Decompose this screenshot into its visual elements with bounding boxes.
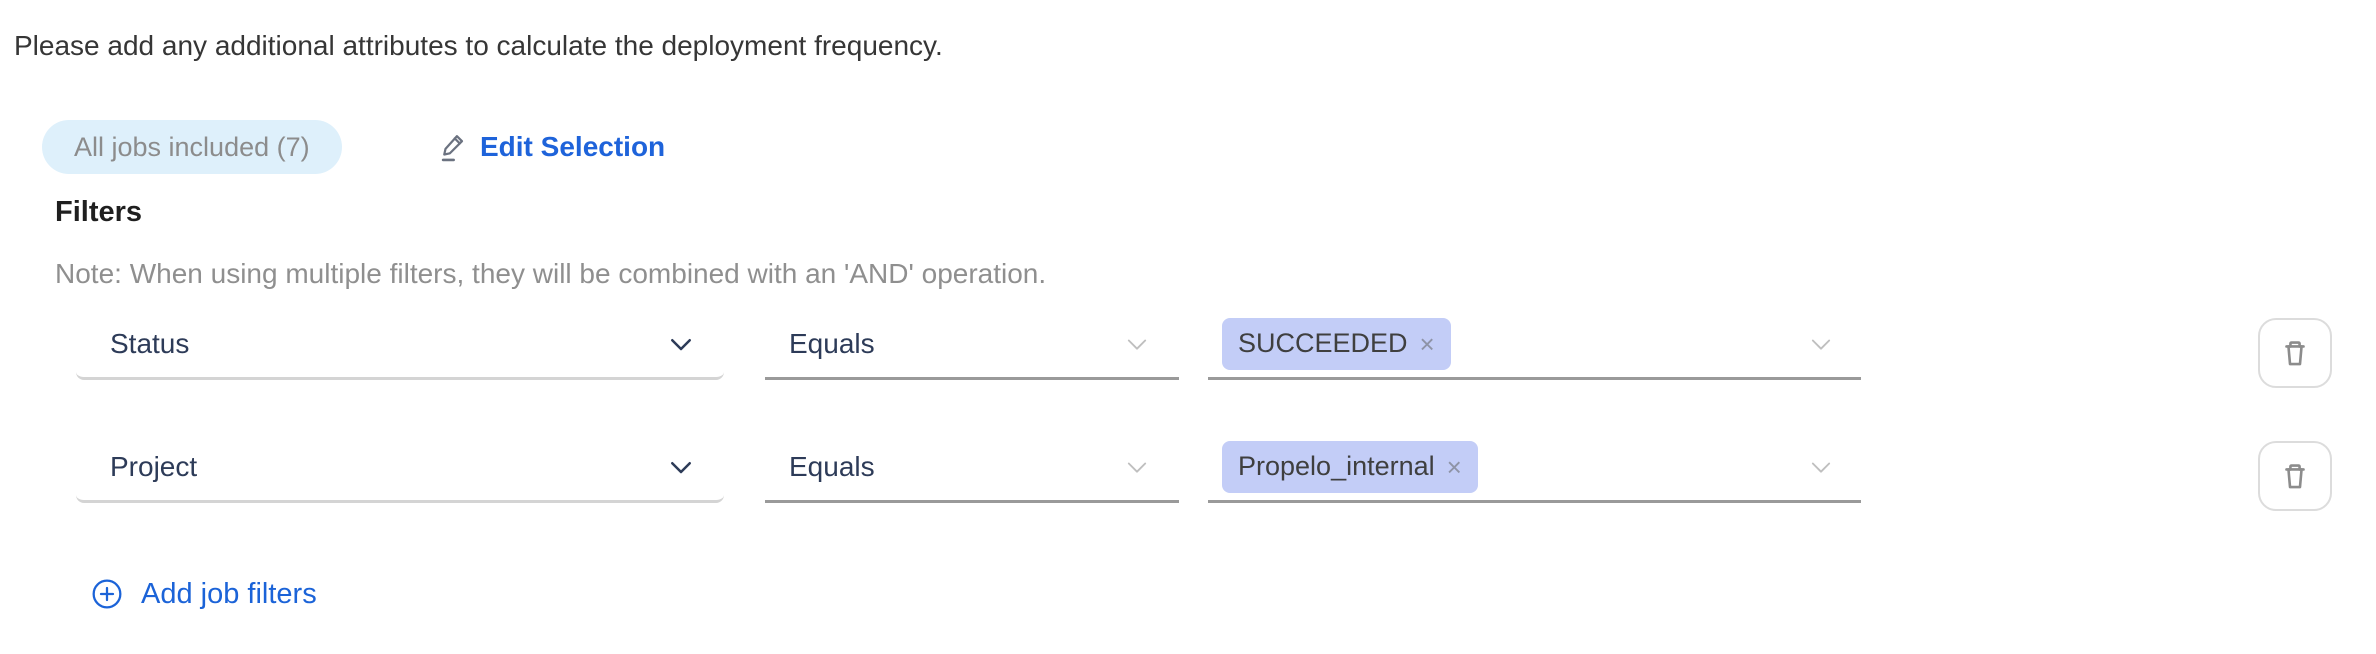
delete-filter-button[interactable]: [2258, 318, 2332, 388]
operator-select-value: Equals: [789, 450, 875, 482]
edit-selection-link[interactable]: Edit Selection: [438, 120, 665, 174]
operator-select-value: Equals: [789, 327, 875, 359]
attribute-select-value: Project: [110, 450, 198, 482]
filters-heading: Filters: [55, 196, 143, 228]
value-tag: Propelo_internal ×: [1222, 440, 1478, 493]
value-tag: SUCCEEDED ×: [1222, 317, 1451, 370]
values-multiselect[interactable]: Propelo_internal ×: [1208, 433, 1861, 503]
chevron-down-icon: [666, 452, 696, 482]
chevron-down-icon: [1807, 330, 1835, 358]
add-job-filters-label: Add job filters: [141, 577, 317, 610]
remove-value-icon[interactable]: ×: [1419, 328, 1435, 359]
values-multiselect[interactable]: SUCCEEDED ×: [1208, 310, 1861, 380]
edit-pencil-icon: [438, 131, 468, 163]
trash-icon: [2279, 459, 2311, 493]
chevron-down-icon: [1123, 330, 1151, 358]
plus-circle-icon: [91, 578, 123, 610]
edit-selection-label: Edit Selection: [480, 131, 666, 162]
chevron-down-icon: [1123, 453, 1151, 481]
add-job-filters-link[interactable]: Add job filters: [91, 574, 317, 614]
attribute-select[interactable]: Status: [76, 310, 724, 380]
operator-select[interactable]: Equals: [765, 310, 1179, 380]
chevron-down-icon: [1807, 453, 1835, 481]
delete-filter-button[interactable]: [2258, 441, 2332, 511]
value-tag-label: SUCCEEDED: [1238, 328, 1408, 358]
operator-select[interactable]: Equals: [765, 433, 1179, 503]
jobs-included-badge: All jobs included (7): [42, 120, 342, 174]
attribute-select[interactable]: Project: [76, 433, 724, 503]
instruction-text: Please add any additional attributes to …: [14, 30, 943, 61]
attribute-select-value: Status: [110, 327, 190, 359]
chevron-down-icon: [666, 329, 696, 359]
remove-value-icon[interactable]: ×: [1446, 451, 1462, 482]
value-tag-label: Propelo_internal: [1238, 451, 1435, 481]
filters-note: Note: When using multiple filters, they …: [55, 258, 1047, 289]
trash-icon: [2279, 336, 2311, 370]
